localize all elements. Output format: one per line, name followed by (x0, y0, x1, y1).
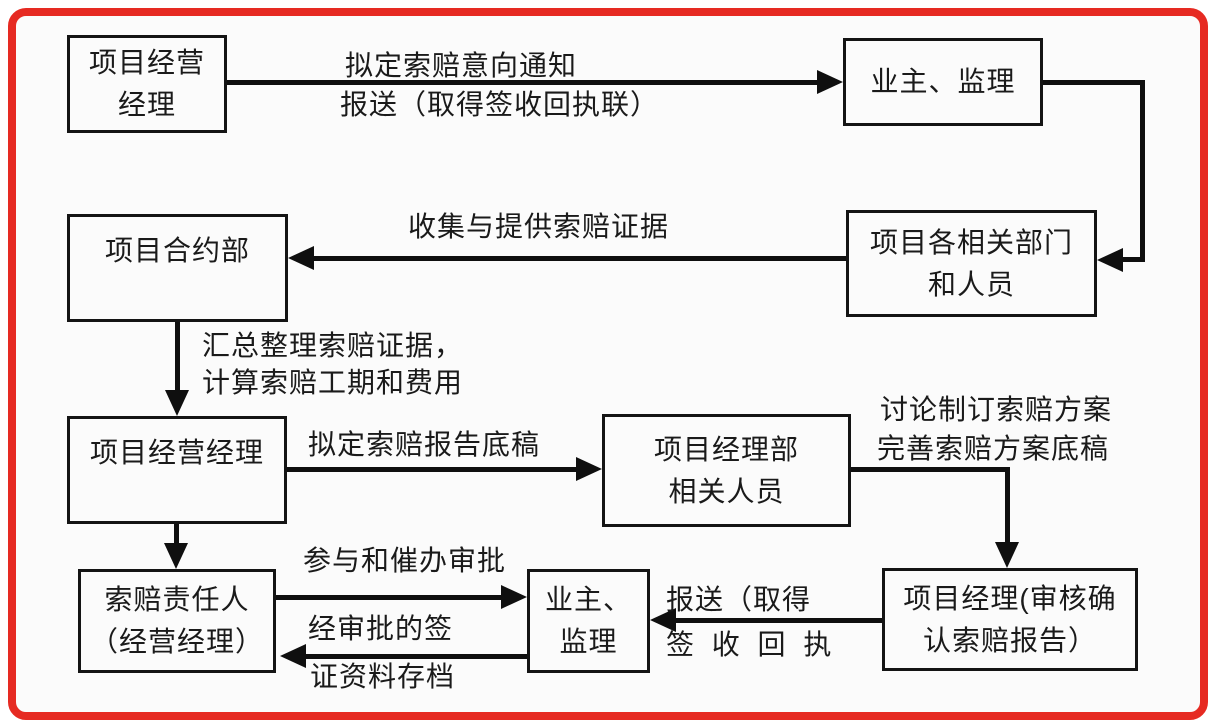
edge-label-collect-evidence: 收集与提供索赔证据 (408, 211, 670, 242)
arrowhead-right-icon (817, 70, 843, 94)
node-label: 经理 (117, 89, 176, 120)
node-label: 项目各相关部门 (869, 226, 1073, 258)
node-claim-responsible: 索赔责任人 （经营经理） (78, 569, 276, 673)
arrow-line-owner-in (1119, 257, 1143, 262)
node-owner-supervisor-bottom: 业主、 监理 (527, 569, 650, 673)
edge-label-archive-line2: 证资料存档 (310, 661, 456, 692)
arrow-line-to-claim-responsible (174, 524, 179, 545)
edge-label-intent-notice-line2: 报送（取得签收回执联） (340, 89, 660, 120)
arrow-line-discuss-down (1005, 467, 1010, 544)
arrowhead-down-icon (164, 543, 188, 569)
arrowhead-right-icon (501, 585, 527, 609)
node-contract-dept: 项目合约部 (67, 214, 288, 322)
node-label: 项目经营经理 (89, 437, 264, 468)
arrow-line-discuss-out (851, 467, 1009, 472)
edge-label-draft-report: 拟定索赔报告底稿 (308, 429, 541, 460)
arrow-line-intent-notice (227, 80, 821, 85)
edge-label-discuss-plan-line2: 完善索赔方案底稿 (877, 433, 1110, 464)
arrow-line-summarize (175, 322, 180, 392)
arrowhead-right-icon (576, 457, 602, 481)
arrowhead-left-icon (288, 246, 314, 270)
edge-label-discuss-plan-line1: 讨论制订索赔方案 (880, 394, 1113, 425)
edge-label-summarize-line1: 汇总整理索赔证据， (202, 330, 464, 361)
arrowhead-down-icon (165, 390, 189, 416)
arrowhead-left-icon (650, 608, 676, 632)
edge-label-participate-approval: 参与和催办审批 (303, 545, 507, 576)
node-label: 项目经理(审核确 (903, 582, 1117, 614)
edge-label-archive-line1: 经审批的签 (308, 613, 454, 644)
node-owner-supervisor-top: 业主、监理 (843, 38, 1043, 126)
arrow-line-draft-report (287, 467, 580, 472)
node-label: 业主、 (544, 584, 632, 615)
arrow-line-owner-down (1140, 80, 1145, 262)
node-label: 监理 (559, 626, 618, 657)
arrow-line-archive (302, 654, 527, 659)
node-pm-review: 项目经理(审核确 认索赔报告） (882, 568, 1138, 671)
node-label: 项目经营 (88, 47, 205, 78)
arrow-line-owner-out (1043, 80, 1143, 85)
edge-label-summarize-line2: 计算索赔工期和费用 (202, 367, 464, 398)
edge-label-submit-receipt-line1: 报送（取得 (666, 584, 812, 615)
node-label: （经营经理） (89, 626, 264, 657)
arrowhead-left-icon (1097, 248, 1123, 272)
arrowhead-left-icon (280, 644, 306, 668)
node-label: 索赔责任人 (104, 584, 250, 615)
node-label: 认索赔报告） (922, 624, 1097, 656)
arrow-line-collect-evidence (310, 256, 846, 261)
node-project-ops-manager-top: 项目经营 经理 (67, 35, 227, 133)
arrow-line-participate (276, 595, 505, 600)
node-pm-dept-staff: 项目经理部 相关人员 (602, 414, 851, 527)
node-label: 项目经理部 (653, 433, 799, 465)
node-label: 相关人员 (668, 475, 785, 507)
arrow-line-submit-receipt (672, 618, 882, 623)
node-project-ops-manager-mid: 项目经营经理 (67, 416, 287, 524)
arrowhead-down-icon (995, 542, 1019, 568)
edge-label-submit-receipt-line2: 签 收 回 执 (666, 629, 837, 660)
node-label: 业主、监理 (870, 66, 1016, 97)
node-label: 项目合约部 (104, 235, 250, 266)
node-label: 和人员 (927, 268, 1015, 300)
node-related-depts: 项目各相关部门 和人员 (846, 210, 1097, 317)
edge-label-intent-notice-line1: 拟定索赔意向通知 (345, 50, 578, 81)
